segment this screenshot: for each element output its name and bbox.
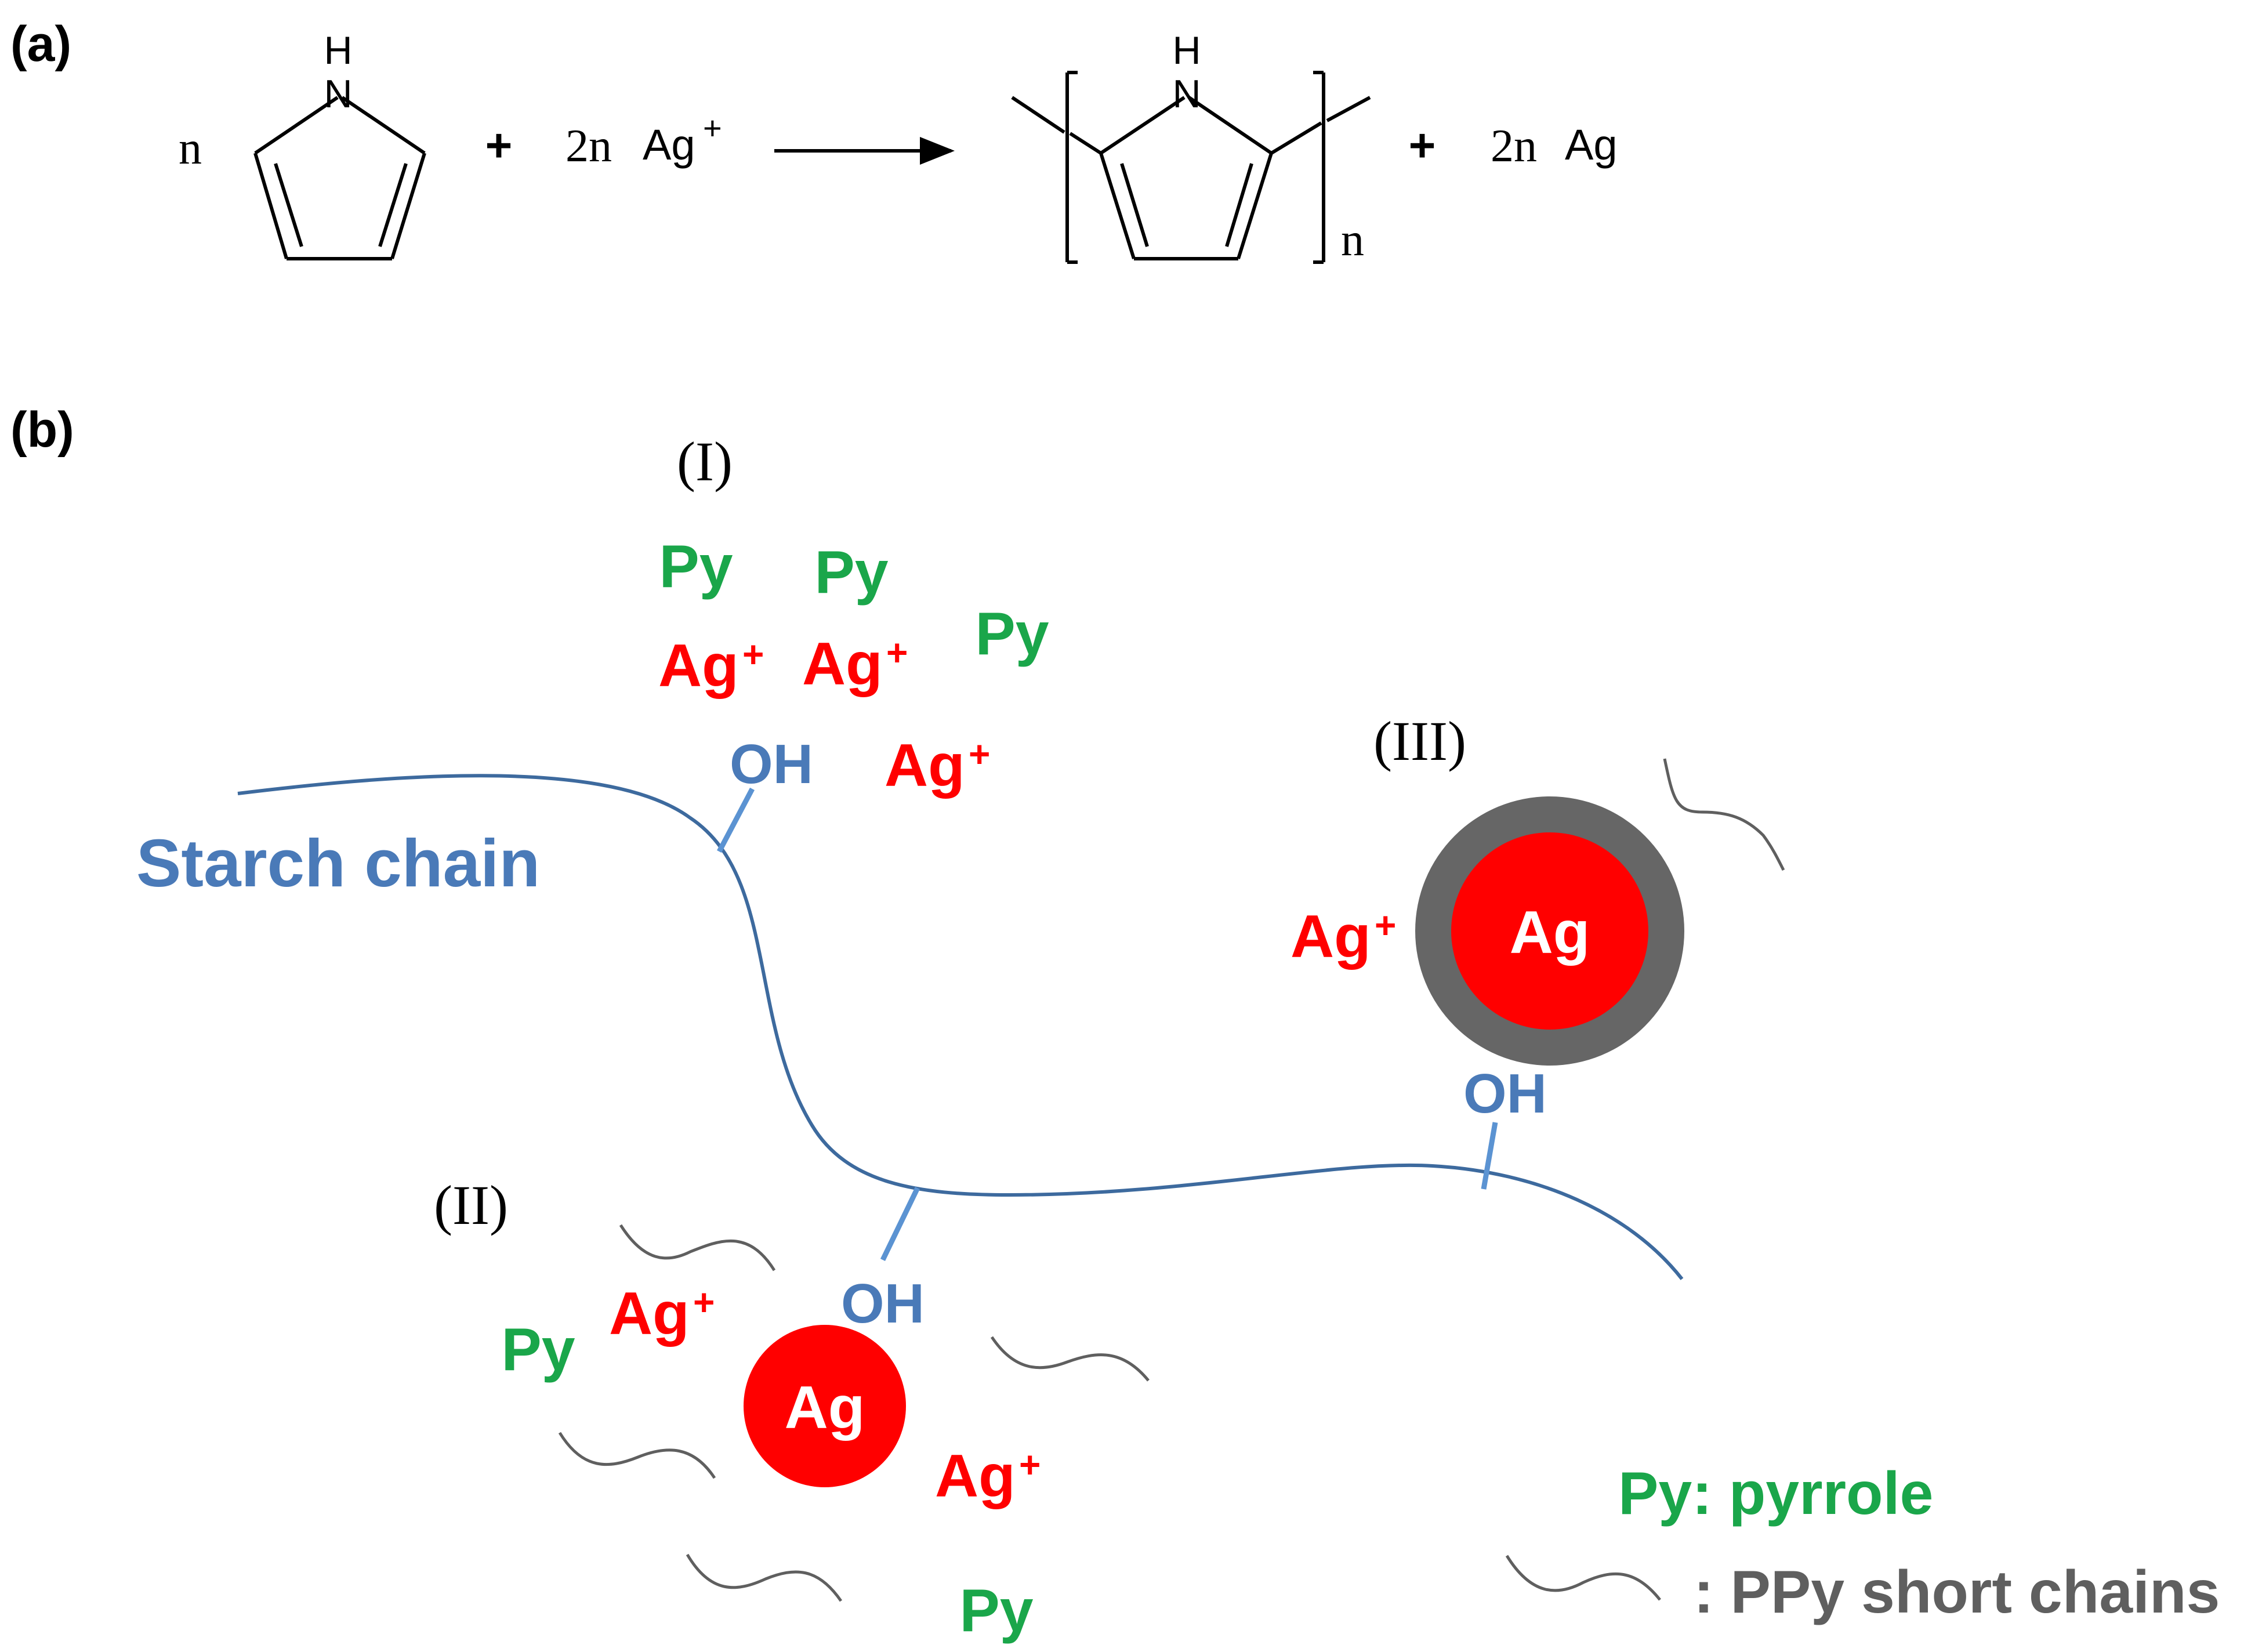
silver-ion-6-charge: + bbox=[1019, 1444, 1041, 1486]
oh-group-1: OH bbox=[730, 733, 813, 795]
ppy-short-chains-stage-2 bbox=[558, 1224, 1150, 1602]
pyrrole-label-4: Py bbox=[501, 1316, 575, 1383]
plus-sign-1: + bbox=[485, 119, 513, 171]
ppy-short-chain bbox=[686, 1553, 843, 1602]
pyrrole-h-atom: H bbox=[324, 28, 352, 73]
silver-ion-4-symbol: Ag bbox=[1290, 903, 1371, 970]
starch-chain-label: Starch chain bbox=[136, 825, 540, 901]
stage-2-label: (II) bbox=[434, 1174, 508, 1236]
polypyrrole-h-atom: H bbox=[1172, 28, 1201, 73]
polypyrrole-structure bbox=[1011, 71, 1371, 264]
pyrrole-label-2: Py bbox=[814, 539, 888, 606]
silver-product: Ag bbox=[1565, 121, 1618, 169]
silver-ion-3-symbol: Ag bbox=[884, 732, 965, 799]
starch-chain-line bbox=[237, 774, 1684, 1280]
silver-ion-charge: + bbox=[703, 110, 722, 146]
panel-a-label: (a) bbox=[10, 16, 71, 72]
legend-pyrrole-definition: Py: pyrrole bbox=[1618, 1460, 1933, 1527]
polypyrrole-n-atom: N bbox=[1172, 72, 1201, 116]
legend-ppy-short-chain-icon bbox=[1505, 1555, 1661, 1601]
oh-bond-2 bbox=[880, 1187, 920, 1261]
panel-b: (b) (I) (II) (III) Starch chain OH OH OH… bbox=[10, 402, 2220, 1644]
pyrrole-label-5: Py bbox=[959, 1577, 1033, 1644]
pyrrole-label-3: Py bbox=[975, 600, 1049, 668]
silver-ion-5-symbol: Ag bbox=[609, 1280, 690, 1347]
ppy-short-chain bbox=[558, 1432, 716, 1479]
oh-bond-3 bbox=[1481, 1122, 1498, 1190]
silver-ion-5-charge: + bbox=[693, 1281, 715, 1323]
polymer-subscript-n: n bbox=[1341, 215, 1364, 266]
panel-b-label: (b) bbox=[10, 402, 74, 458]
silver-ion-1-charge: + bbox=[742, 633, 764, 675]
panel-a: (a) n H N + 2n Ag + bbox=[10, 16, 1618, 266]
silver-particle-3-label: Ag bbox=[1510, 899, 1590, 966]
stage-3-label: (III) bbox=[1373, 710, 1466, 772]
silver-ion-4-charge: + bbox=[1375, 904, 1396, 946]
silver-ion-2-charge: + bbox=[886, 632, 908, 673]
silver-ion-4: Ag + bbox=[1290, 903, 1396, 970]
silver-core-particle-3 bbox=[1451, 832, 1648, 1030]
oh-group-3: OH bbox=[1463, 1063, 1547, 1125]
pyrrole-monomer-structure bbox=[253, 96, 426, 260]
plus-sign-2: + bbox=[1409, 119, 1436, 171]
silver-ion-2: Ag + bbox=[802, 631, 908, 698]
stage-1-label: (I) bbox=[677, 430, 733, 492]
ppy-short-chain bbox=[990, 1336, 1150, 1382]
silver-ion-6-symbol: Ag bbox=[935, 1443, 1016, 1510]
silver-product-coefficient: 2n bbox=[1491, 121, 1537, 172]
silver-ion-1: Ag + bbox=[658, 632, 764, 700]
ppy-short-chain bbox=[1663, 758, 1785, 871]
silver-ion-5: Ag + bbox=[609, 1280, 715, 1347]
silver-ion-6: Ag + bbox=[935, 1443, 1041, 1510]
legend-ppy-short-chains-definition: : PPy short chains bbox=[1694, 1559, 2220, 1626]
silver-ion-reagent: Ag bbox=[643, 121, 695, 169]
oh-group-2: OH bbox=[841, 1273, 925, 1335]
silver-ion-1-symbol: Ag bbox=[658, 632, 739, 700]
silver-ion-coefficient: 2n bbox=[566, 121, 612, 172]
silver-ion-2-symbol: Ag bbox=[802, 631, 883, 698]
silver-ion-3: Ag + bbox=[884, 732, 990, 799]
oh-bond-1 bbox=[717, 787, 755, 853]
ppy-short-chain bbox=[619, 1224, 776, 1271]
coefficient-n-left: n bbox=[179, 123, 202, 174]
silver-ion-3-charge: + bbox=[969, 733, 990, 775]
silver-particle-2 bbox=[744, 1325, 906, 1487]
pyrrole-n-atom: N bbox=[324, 72, 352, 116]
silver-particle-2-label: Ag bbox=[785, 1374, 865, 1441]
pyrrole-label-1: Py bbox=[659, 533, 733, 600]
